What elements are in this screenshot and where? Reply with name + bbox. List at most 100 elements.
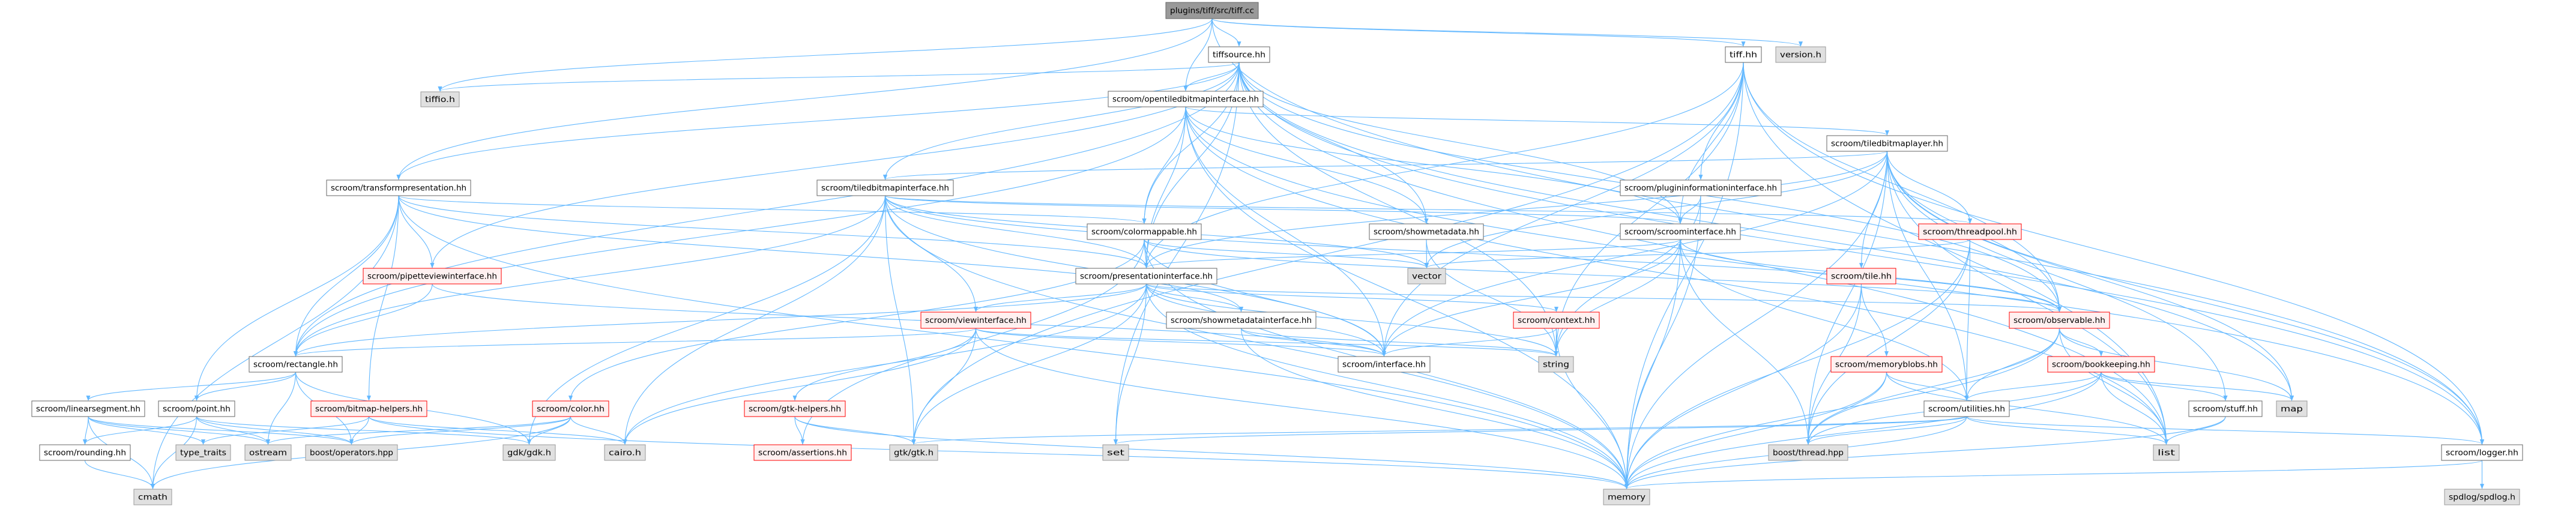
node-rounding[interactable]: scroom/rounding.hh <box>39 444 131 461</box>
node-box <box>2441 444 2523 461</box>
node-label: string <box>1543 361 1569 370</box>
edge-transform-to-bitmaphelpers <box>366 195 399 401</box>
node-box <box>2009 312 2110 329</box>
edge-tiffsource-to-scroomif <box>1238 62 1683 224</box>
node-label: vector <box>1412 273 1442 282</box>
node-set[interactable]: set <box>1102 444 1129 461</box>
edge-observable-to-memory <box>1624 328 2060 489</box>
node-point[interactable]: scroom/point.hh <box>158 400 235 417</box>
node-box <box>532 400 609 417</box>
edge-context-to-interface <box>1382 328 1557 357</box>
node-viewif[interactable]: scroom/viewinterface.hh <box>920 312 1031 329</box>
edge-observable-to-boostthread <box>1806 328 2060 445</box>
node-bitmaphelpers[interactable]: scroom/bitmap-helpers.hh <box>310 400 427 417</box>
node-opentiled[interactable]: scroom/opentiledbitmapinterface.hh <box>1108 91 1264 107</box>
edge-memoryblobs-to-utilities <box>1886 372 1969 401</box>
node-gdk[interactable]: gdk/gdk.h <box>502 444 556 461</box>
node-spdlog[interactable]: spdlog/spdlog.h <box>2444 489 2520 505</box>
edge-bitmaphelpers-to-cairo <box>368 416 627 445</box>
edge-tiffcc-to-transform <box>396 18 1213 180</box>
edge-tiledif-to-threadpool <box>884 195 1972 224</box>
edge-color-to-cairo <box>570 416 627 445</box>
node-rectangle[interactable]: scroom/rectangle.hh <box>249 356 343 373</box>
node-box <box>1826 135 1948 152</box>
node-vector[interactable]: vector <box>1407 268 1446 285</box>
node-utilities[interactable]: scroom/utilities.hh <box>1923 400 2010 417</box>
node-pipette[interactable]: scroom/pipetteviewinterface.hh <box>363 268 502 285</box>
edge-tiledlayer-to-interface <box>1382 151 1888 357</box>
node-linearsegment[interactable]: scroom/linearsegment.hh <box>31 400 145 417</box>
node-tiffio[interactable]: tiffio.h <box>420 91 460 107</box>
edge-viewif-to-string <box>975 328 1558 357</box>
node-memory[interactable]: memory <box>1603 489 1650 505</box>
edge-tiledlayer-to-boostthread <box>1806 151 1888 445</box>
node-bookkeeping[interactable]: scroom/bookkeeping.hh <box>2047 356 2155 373</box>
node-stuff[interactable]: scroom/stuff.hh <box>2188 400 2263 417</box>
node-tiledlayer[interactable]: scroom/tiledbitmaplayer.hh <box>1826 135 1948 152</box>
node-memoryblobs[interactable]: scroom/memoryblobs.hh <box>1830 356 1943 373</box>
edge-tiffsource-to-tiffio <box>438 62 1240 92</box>
node-colormappable[interactable]: scroom/colormappable.hh <box>1087 223 1202 240</box>
node-boostops[interactable]: boost/operators.hpp <box>305 444 398 461</box>
edge-presentation-to-string <box>1145 283 1558 357</box>
edge-pipette-to-rectangle <box>294 283 433 357</box>
node-map[interactable]: map <box>2276 400 2308 417</box>
node-box <box>1725 46 1762 63</box>
node-label: scroom/color.hh <box>537 405 605 414</box>
edge-memoryblobs-to-boostthread <box>1806 372 1887 445</box>
node-string[interactable]: string <box>1538 356 1574 373</box>
node-plugininfo[interactable]: scroom/plugininformationinterface.hh <box>1620 179 1782 196</box>
node-observable[interactable]: scroom/observable.hh <box>2009 312 2110 329</box>
edge-tiledlayer-to-memory <box>1624 151 1888 489</box>
edge-tiledif-to-observable <box>884 195 2062 312</box>
node-label: ostream <box>249 449 287 458</box>
node-label: scroom/threadpool.hh <box>1923 228 2017 237</box>
node-version[interactable]: version.h <box>1775 46 1826 63</box>
edge-tiffhh-to-string <box>1554 62 1744 357</box>
edge-transform-to-point <box>194 195 399 401</box>
node-color[interactable]: scroom/color.hh <box>532 400 609 417</box>
node-box <box>158 400 235 417</box>
node-boostthread[interactable]: boost/thread.hpp <box>1768 444 1848 461</box>
node-context[interactable]: scroom/context.hh <box>1513 312 1600 329</box>
node-tiffhh[interactable]: tiff.hh <box>1725 46 1762 63</box>
node-transform[interactable]: scroom/transformpresentation.hh <box>326 179 471 196</box>
node-label: list <box>2158 449 2175 458</box>
edge-tiledif-to-scroomif <box>884 195 1683 224</box>
edge-tiffhh-to-logger <box>1743 62 2484 445</box>
node-tiledif[interactable]: scroom/tiledbitmapinterface.hh <box>816 179 954 196</box>
node-cairo[interactable]: cairo.h <box>604 444 646 461</box>
node-list[interactable]: list <box>2153 444 2180 461</box>
node-cmath[interactable]: cmath <box>133 489 172 505</box>
node-presentation[interactable]: scroom/presentationinterface.hh <box>1075 268 1217 285</box>
node-gtk[interactable]: gtk/gtk.h <box>889 444 938 461</box>
node-ostream[interactable]: ostream <box>244 444 292 461</box>
node-box <box>2188 400 2263 417</box>
edge-tiffhh-to-memory <box>1624 62 1744 489</box>
node-tiffsource[interactable]: tiffsource.hh <box>1208 46 1270 63</box>
node-showmetadata[interactable]: scroom/showmetadata.hh <box>1369 223 1484 240</box>
edge-tiledlayer-to-vector <box>1425 151 1888 268</box>
node-showmetaif[interactable]: scroom/showmetadatainterface.hh <box>1166 312 1317 329</box>
node-threadpool[interactable]: scroom/threadpool.hh <box>1918 223 2022 240</box>
edge-color-to-ostream <box>266 416 572 445</box>
node-tile[interactable]: scroom/tile.hh <box>1826 268 1896 285</box>
edge-scroomif-to-boostthread <box>1680 239 1811 445</box>
node-typetraits[interactable]: type_traits <box>175 444 231 461</box>
node-assertions[interactable]: scroom/assertions.hh <box>753 444 852 461</box>
node-box <box>2276 400 2308 417</box>
node-label: boost/operators.hpp <box>310 449 393 458</box>
node-gtkhelpers[interactable]: scroom/gtk-helpers.hh <box>744 400 846 417</box>
edge-opentiled-to-scroomif <box>1185 106 1683 224</box>
edge-logger-to-memory <box>1624 460 2483 489</box>
node-scroomif[interactable]: scroom/scroominterface.hh <box>1620 223 1741 240</box>
node-box <box>1407 268 1446 285</box>
node-tiffcc[interactable]: plugins/tiff/src/tiff.cc <box>1165 2 1259 19</box>
edge-threadpool-to-boostthread <box>1806 239 1971 445</box>
edge-linearsegment-to-boostops <box>88 416 354 445</box>
node-logger[interactable]: scroom/logger.hh <box>2441 444 2523 461</box>
edge-transform-to-colormappable <box>398 195 1147 224</box>
node-interface[interactable]: scroom/interface.hh <box>1338 356 1431 373</box>
node-box <box>816 179 954 196</box>
